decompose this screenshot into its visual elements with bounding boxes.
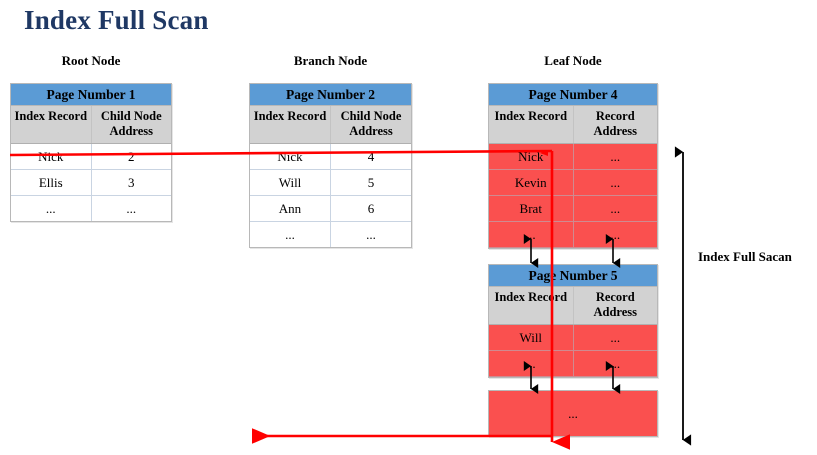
cell-index-record: Kevin — [489, 170, 574, 195]
column-header-row: Index Record Child Node Address — [250, 106, 411, 144]
cell-address: ... — [610, 227, 621, 242]
table-row: ... ... — [489, 351, 657, 377]
cell-address: ... — [610, 149, 621, 164]
cell-index-record: Brat — [489, 196, 574, 221]
cell-index-record: Nick — [11, 144, 92, 169]
table-row: Brat ... — [489, 196, 657, 222]
cell-index-record: Ann — [250, 196, 331, 221]
column-header-index-record: Index Record — [11, 106, 92, 143]
column-header-child-node-address: Child Node Address — [340, 109, 402, 138]
table-leaf-page5: Page Number 5 Index Record Record Addres… — [488, 264, 658, 378]
table-row: Will 5 — [250, 170, 411, 196]
table-row: Kevin ... — [489, 170, 657, 196]
table-row: ... ... — [250, 222, 411, 247]
page-header-2: Page Number 2 — [250, 84, 411, 106]
cell-ellipsis: ... — [568, 405, 578, 421]
table-row: ... ... — [489, 222, 657, 248]
column-header-row: Index Record Child Node Address — [11, 106, 171, 144]
table-row: Nick ... — [489, 144, 657, 170]
caption-root-node: Root Node — [61, 53, 121, 68]
caption-leaf-node: Leaf Node — [544, 53, 602, 68]
caption-branch-node: Branch Node — [293, 53, 368, 68]
column-header-child-node-address: Child Node Address — [100, 109, 162, 138]
cell-index-record: ... — [11, 196, 92, 221]
column-header-row: Index Record Record Address — [489, 106, 657, 144]
page-header-5: Page Number 5 — [489, 265, 657, 287]
cell-address: ... — [610, 330, 621, 345]
page-header-4: Page Number 4 — [489, 84, 657, 106]
page-title: Index Full Scan — [24, 5, 209, 35]
table-row: Will ... — [489, 325, 657, 351]
cell-index-record: ... — [489, 222, 574, 247]
cell-address: ... — [610, 201, 621, 216]
column-header-index-record: Index Record — [489, 287, 574, 324]
cell-address: 6 — [367, 201, 375, 216]
table-row: Ellis 3 — [11, 170, 171, 196]
cell-index-record: ... — [250, 222, 331, 247]
cell-index-record: Nick — [250, 144, 331, 169]
table-leaf-page4: Page Number 4 Index Record Record Addres… — [488, 83, 658, 249]
cell-address: 5 — [367, 175, 375, 190]
column-header-index-record: Index Record — [489, 106, 574, 143]
column-header-row: Index Record Record Address — [489, 287, 657, 325]
table-root-page1: Page Number 1 Index Record Child Node Ad… — [10, 83, 172, 222]
table-leaf-next-block: ... — [488, 390, 658, 437]
cell-address: ... — [610, 175, 621, 190]
page-header-1: Page Number 1 — [11, 84, 171, 106]
table-row: Nick 4 — [250, 144, 411, 170]
column-header-index-record: Index Record — [250, 106, 331, 143]
cell-address: ... — [610, 356, 621, 371]
cell-index-record: ... — [489, 351, 574, 376]
column-header-record-address: Record Address — [593, 109, 638, 138]
table-row: Nick 2 — [11, 144, 171, 170]
cell-index-record: Ellis — [11, 170, 92, 195]
cell-index-record: Will — [250, 170, 331, 195]
index-full-scan-label: Index Full Sacan — [698, 249, 792, 264]
table-branch-page2: Page Number 2 Index Record Child Node Ad… — [249, 83, 412, 248]
column-header-record-address: Record Address — [593, 290, 638, 319]
cell-index-record: Nick — [489, 144, 574, 169]
cell-address: 4 — [367, 149, 375, 164]
cell-address: ... — [126, 201, 137, 216]
cell-address: 3 — [128, 175, 135, 190]
cell-address: 2 — [128, 149, 135, 164]
table-row: Ann 6 — [250, 196, 411, 222]
cell-index-record: Will — [489, 325, 574, 350]
table-row: ... ... — [11, 196, 171, 221]
cell-address: ... — [366, 227, 376, 242]
